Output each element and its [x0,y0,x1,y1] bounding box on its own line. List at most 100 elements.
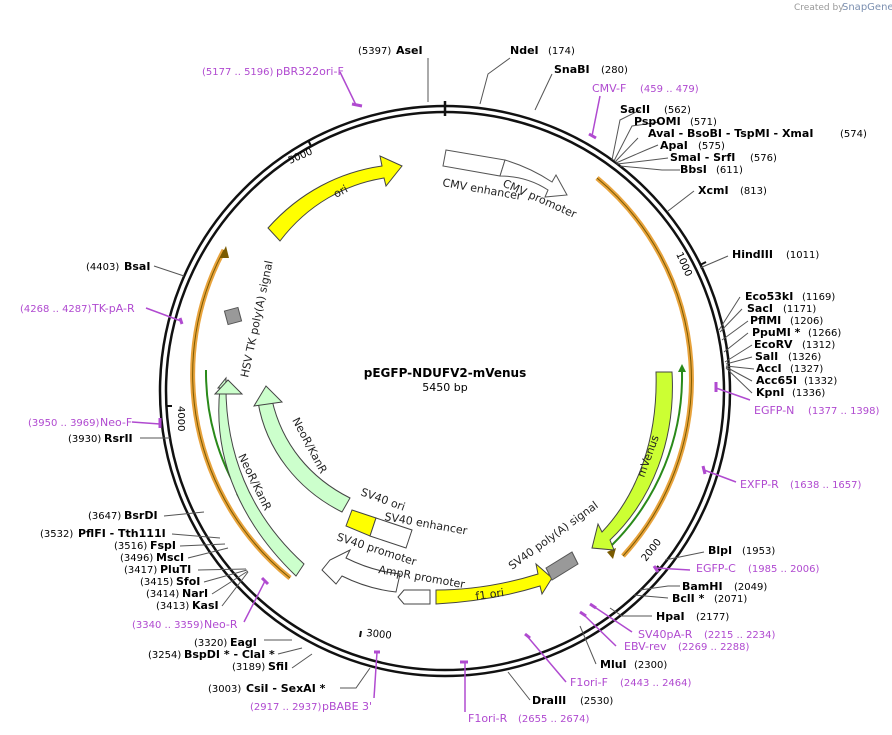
site-ecorv[interactable]: EcoRV(1312) [754,338,835,351]
site-saci[interactable]: SacI(1171) [747,302,816,315]
neor-outer-feature [216,376,305,577]
site-bspdi-name: BspDI * - ClaI * [184,648,275,661]
conn-kpni [725,367,753,394]
primer-egfp-c-name: EGFP-C [696,562,736,575]
site-kasi-name: KasI [192,599,219,612]
site-bamhi-pos: (2049) [734,582,767,593]
site-bamhi[interactable]: BamHI(2049) [682,580,767,593]
site-xcmi[interactable]: XcmI(813) [698,184,767,197]
orf-arc-egfp-head [607,548,616,559]
primer-egfp-n[interactable]: EGFP-N(1377 .. 1398) [754,404,880,417]
ori-label: ori [331,182,350,200]
primer-tk-pa-r-name: TK-pA-R [91,302,135,315]
primer-sv40pa-r[interactable]: SV40pA-R(2215 .. 2234) [638,628,776,641]
site-snabi[interactable]: SnaBI(280) [554,63,628,76]
site-pluti[interactable]: (3417)PluTI [124,563,191,576]
primer-neo-r[interactable]: (3340 .. 3359)Neo-R [132,618,238,631]
site-hpai[interactable]: HpaI(2177) [656,610,729,623]
primer-f1ori-f-pos: (2443 .. 2464) [620,678,692,689]
site-smai-pos: (576) [750,153,777,164]
site-csii[interactable]: (3003)CsiI - SexAI * [208,682,326,695]
site-ndei[interactable]: NdeI(174) [510,44,575,57]
site-avai-name: AvaI - BsoBI - TspMI - XmaI [648,127,813,140]
primer-f1ori-r-pos: (2655 .. 2674) [518,714,590,725]
primer-egfp-n-pos: (1377 .. 1398) [808,406,880,417]
site-pflfi[interactable]: (3532)PflFI - Tth111I [40,527,166,540]
site-acc65i[interactable]: Acc65I(1332) [756,374,837,387]
primer-cmv-f[interactable]: CMV-F(459 .. 479) [592,82,699,95]
site-acci[interactable]: AccI(1327) [756,362,823,375]
site-nari[interactable]: (3414)NarI [146,587,208,600]
site-asei[interactable]: (5397)AseI [358,44,423,57]
primer-pbr322ori-f-pos: (5177 .. 5196) [202,67,274,78]
site-pflmi-name: PflMI [750,314,781,327]
primer-f1ori-f[interactable]: F1ori-F(2443 .. 2464) [570,676,692,689]
conn-ecorv [724,344,753,363]
site-msci[interactable]: (3496)MscI [120,551,184,564]
site-mlui-pos: (2300) [634,660,667,671]
site-apai[interactable]: ApaI(575) [660,139,725,152]
conn-ebv-rev [582,613,617,647]
site-bcli[interactable]: BclI *(2071) [672,592,747,605]
mvenus-thin-arrow [611,371,684,546]
tick-2000: 2000 [640,537,664,564]
site-eco53ki[interactable]: Eco53kI(1169) [745,290,835,303]
site-bsrdi-name: BsrDI [124,509,158,522]
primer-pbabe[interactable]: (2917 .. 2937)pBABE 3' [250,700,372,713]
primer-tk-pa-r[interactable]: (4268 .. 4287)TK-pA-R [20,302,135,315]
restriction-sites: (5397)AseI NdeI(174) SnaBI(280) SacII(56… [40,44,867,707]
site-sali[interactable]: SalI(1326) [755,350,821,363]
site-mlui-name: MluI [600,658,627,671]
site-apai-name: ApaI [660,139,688,152]
site-fspi[interactable]: (3516)FspI [114,539,176,552]
site-sfoi-name: SfoI [176,575,200,588]
conn-f1ori-f [526,635,567,683]
site-pspomi[interactable]: PspOMI(571) [634,115,717,128]
site-fspi-name: FspI [150,539,176,552]
site-draiii[interactable]: DraIII(2530) [532,694,613,707]
primer-egfp-c[interactable]: EGFP-C(1985 .. 2006) [696,562,820,575]
primer-pbr322ori-f[interactable]: (5177 .. 5196)pBR322ori-F [202,65,344,78]
site-sfii[interactable]: (3189)SfiI [232,660,288,673]
site-rsrii[interactable]: (3930)RsrII [68,432,133,445]
site-sfoi[interactable]: (3415)SfoI [140,575,200,588]
tick-mark-1000 [699,261,707,266]
site-ppumi[interactable]: PpuMI *(1266) [752,326,841,339]
site-pflmi[interactable]: PflMI(1206) [750,314,823,327]
site-sali-pos: (1326) [788,352,821,363]
site-avai[interactable]: AvaI - BsoBI - TspMI - XmaI (574) [648,127,867,140]
site-mlui[interactable]: MluI (2300) [600,658,667,671]
site-hindiii[interactable]: HindIII(1011) [732,248,819,261]
primer-sv40pa-r-name: SV40pA-R [638,628,693,641]
conn-sv40pa-r [592,605,633,633]
site-smai[interactable]: SmaI - SrfI(576) [670,151,777,164]
conn-bcli [633,594,669,599]
site-ndei-pos: (174) [548,46,575,57]
site-saci-pos: (1171) [783,304,816,315]
conn-sacii [611,109,641,161]
conn-pspomi [613,121,661,162]
primer-neo-f[interactable]: (3950 .. 3969)Neo-F [28,416,132,429]
site-bbsi[interactable]: BbsI(611) [680,163,743,176]
site-kasi[interactable]: (3413)KasI [156,599,219,612]
primer-f1ori-r[interactable]: F1ori-R(2655 .. 2674) [468,712,590,725]
site-nari-pos: (3414) [146,589,179,600]
site-acc65i-pos: (1332) [804,376,837,387]
primer-neo-r-name: Neo-R [204,618,238,631]
site-msci-name: MscI [156,551,184,564]
site-bsrdi[interactable]: (3647)BsrDI [88,509,158,522]
site-kpni[interactable]: KpnI(1336) [756,386,825,399]
site-bsai[interactable]: (4403)BsaI [86,260,150,273]
conn-xcmi [667,190,695,212]
site-eagi[interactable]: (3320)EagI [194,636,257,649]
orf-arc-neo-core [192,249,291,579]
primer-ebv-rev[interactable]: EBV-rev(2269 .. 2288) [624,640,750,653]
site-avai-pos: (574) [840,129,867,140]
site-draiii-pos: (2530) [580,696,613,707]
site-sacii[interactable]: SacII(562) [620,103,691,116]
site-kasi-pos: (3413) [156,601,189,612]
site-blpi[interactable]: BlpI(1953) [708,544,775,557]
site-bspdi[interactable]: (3254)BspDI * - ClaI * [148,648,275,661]
sv40-polya-label: SV40 poly(A) signal [506,499,601,573]
primer-exfp-r[interactable]: EXFP-R(1638 .. 1657) [740,478,862,491]
